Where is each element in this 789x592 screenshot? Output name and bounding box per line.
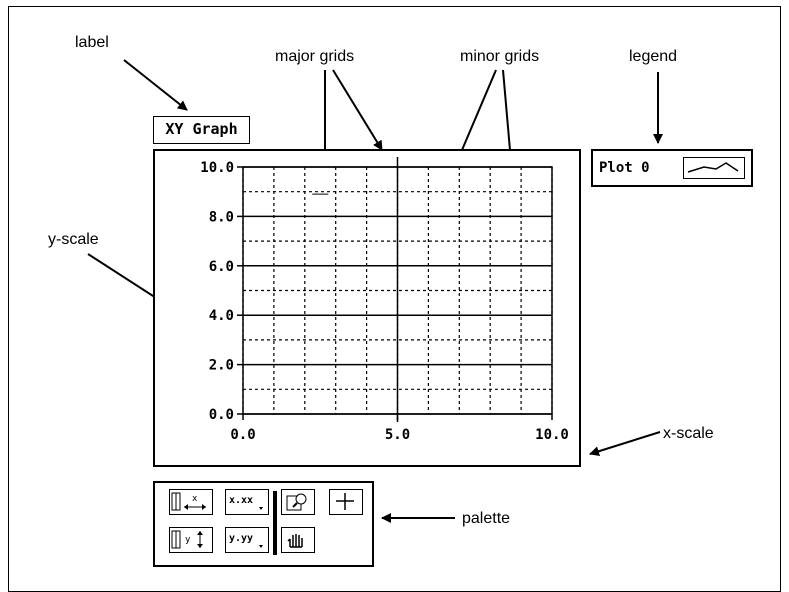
- chevron-down-icon: [259, 507, 263, 510]
- y-format-button[interactable]: y.yy: [225, 527, 269, 553]
- callout-label: label: [75, 34, 109, 51]
- svg-text:y: y: [185, 535, 191, 545]
- arrow-major-grid-2: [332, 69, 383, 151]
- y-scale-lock-button[interactable]: y: [169, 527, 213, 553]
- zoom-tool-button[interactable]: [281, 489, 315, 515]
- graph-panel[interactable]: [153, 149, 581, 467]
- palette-divider: [273, 491, 277, 555]
- plot-line-icon: [687, 162, 739, 173]
- pan-tool-button[interactable]: [281, 527, 315, 553]
- x-scale-lock-button[interactable]: x: [169, 489, 213, 515]
- callout-major-grids: major grids: [275, 48, 355, 65]
- y-scale-lock-icon: y: [171, 530, 203, 549]
- graph-label[interactable]: XY Graph: [153, 116, 250, 144]
- crosshair-icon: [336, 493, 354, 510]
- hand-icon: [287, 534, 303, 548]
- chevron-down-icon: [259, 545, 263, 548]
- legend-box[interactable]: Plot 0: [591, 149, 753, 187]
- callout-x-scale: x-scale: [663, 425, 714, 442]
- x-format-button[interactable]: x.xx: [225, 489, 269, 515]
- crosshair-tool-button[interactable]: [329, 489, 363, 515]
- legend-line-swatch[interactable]: [683, 157, 745, 179]
- callout-palette: palette: [462, 510, 511, 527]
- zoom-icon: [286, 493, 307, 511]
- svg-text:x: x: [192, 494, 198, 504]
- callout-minor-grids: minor grids: [460, 48, 540, 65]
- y-format-text: y.yy: [229, 533, 254, 544]
- arrow-x-scale: [589, 431, 661, 457]
- x-format-text: x.xx: [229, 495, 254, 506]
- callout-legend: legend: [629, 48, 678, 65]
- legend-plot-name: Plot 0: [599, 160, 650, 176]
- x-scale-lock-icon: x: [171, 492, 206, 511]
- graph-palette: x x.xx y y.yy: [153, 481, 374, 567]
- arrow-label: [123, 59, 188, 111]
- callout-y-scale: y-scale: [48, 231, 99, 248]
